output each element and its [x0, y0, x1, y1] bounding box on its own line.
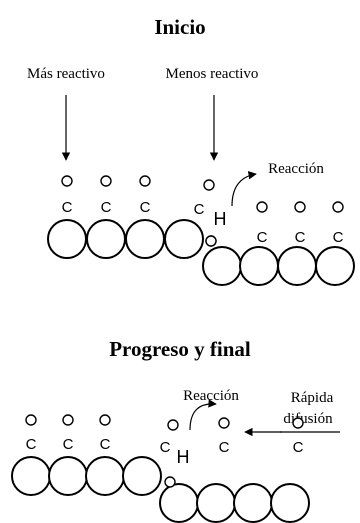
carbon-atoms-upper-row: C C C C [62, 199, 205, 218]
hydrogen-atom: H [214, 209, 227, 229]
label-rapid: Rápida [291, 390, 334, 406]
oxygen-atom [25, 414, 37, 426]
oxygen-atom [100, 175, 112, 187]
label-more-reactive: Más reactivo [27, 66, 105, 82]
bottom-panel: Progreso y final Reacción Rápida difusió… [11, 337, 340, 523]
oxygen-atom [203, 179, 215, 191]
carbon-atom: C [140, 199, 151, 216]
oxygen-atoms-bottom [25, 414, 304, 431]
substrate-upper-terrace-bottom [11, 456, 162, 496]
substrate-atom [196, 483, 236, 523]
substrate-atom [48, 456, 88, 496]
substrate-atom [164, 219, 204, 259]
substrate-atom [47, 219, 87, 259]
substrate-atom [11, 456, 51, 496]
carbon-atom: C [293, 439, 304, 456]
substrate-atom [122, 456, 162, 496]
carbon-atom: C [219, 439, 230, 456]
substrate-atom [239, 246, 279, 286]
substrate-lower-terrace-bottom [159, 483, 310, 523]
top-panel: Inicio Más reactivo Menos reactivo Reacc… [27, 15, 355, 286]
substrate-atom [125, 219, 165, 259]
carbon-atom: C [100, 436, 111, 453]
carbon-atoms-bottom: C C C C C C [26, 436, 304, 456]
oxygen-atom [332, 201, 344, 213]
carbon-atom: C [62, 199, 73, 216]
oxygen-atom [292, 417, 304, 429]
substrate-atom [315, 246, 355, 286]
oxygen-atom [256, 201, 268, 213]
carbon-atom: C [160, 439, 171, 456]
substrate-atom [202, 246, 242, 286]
hydrogen-atom: H [177, 447, 190, 467]
oxygen-atom [205, 235, 217, 247]
substrate-atom [159, 483, 199, 523]
substrate-atom [277, 246, 317, 286]
carbon-atom: C [26, 436, 37, 453]
carbon-atoms-lower-row: C C C [257, 229, 344, 246]
label-reaction-bottom: Reacción [183, 388, 239, 404]
oxygen-atoms-upper-row [61, 175, 215, 191]
carbon-atom: C [194, 201, 205, 218]
substrate-upper-terrace [47, 219, 204, 259]
carbon-atom: C [63, 436, 74, 453]
substrate-atom [270, 483, 310, 523]
carbon-atom: C [101, 199, 112, 216]
oxygen-atom [167, 419, 179, 431]
substrate-lower-terrace [202, 246, 355, 286]
oxygen-atom [62, 414, 74, 426]
oxygen-atom [61, 175, 73, 187]
reaction-arrow [189, 399, 217, 431]
substrate-atom [85, 456, 125, 496]
reaction-arrow [231, 171, 257, 207]
top-title: Inicio [154, 15, 205, 39]
label-reaction-top: Reacción [268, 161, 324, 177]
carbon-atom: C [257, 229, 268, 246]
oxygen-atom [294, 201, 306, 213]
oxygen-atom [99, 414, 111, 426]
oxygen-atom [164, 476, 176, 488]
carbon-atom: C [333, 229, 344, 246]
oxygen-atoms-lower-row [205, 201, 344, 247]
carbon-atom: C [295, 229, 306, 246]
substrate-atom [233, 483, 273, 523]
substrate-atom [86, 219, 126, 259]
oxygen-atom [218, 417, 230, 429]
oxygen-atom [139, 175, 151, 187]
bottom-title: Progreso y final [109, 337, 251, 361]
label-diffusion: difusión [283, 411, 333, 427]
label-less-reactive: Menos reactivo [166, 66, 259, 82]
